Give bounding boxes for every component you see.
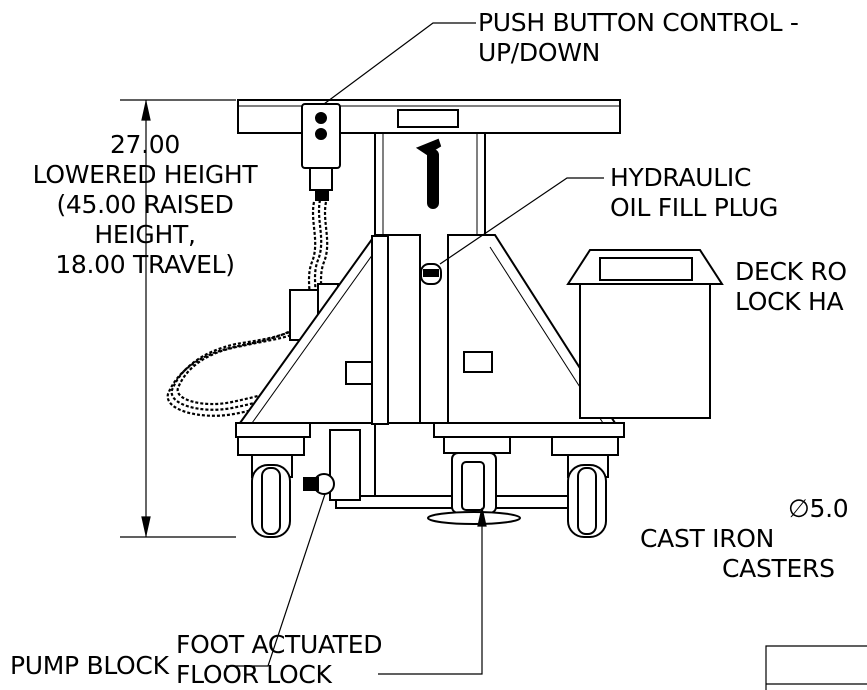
height-label: 27.00 LOWERED HEIGHT (45.00 RAISED HEIGH… — [32, 130, 258, 279]
leader-lines — [226, 22, 604, 675]
pump-block-label: PUMP BLOCK — [10, 651, 169, 680]
push-button-control — [301, 103, 341, 201]
oil-fill-plug — [420, 263, 442, 285]
deck-lock-label: DECK RO LOCK HA — [735, 257, 847, 316]
hydraulic-label: HYDRAULIC OIL FILL PLUG — [610, 163, 779, 222]
deck-lock-handle — [566, 249, 724, 419]
coiled-hose — [166, 199, 329, 417]
pump-block — [303, 429, 361, 501]
caster-label: ∅5.0 CAST IRON CASTERS — [640, 494, 849, 583]
caster-detail-box — [765, 645, 867, 690]
left-a-frame — [238, 234, 421, 425]
right-caster — [551, 436, 619, 538]
diameter-icon: ∅ — [788, 494, 810, 523]
height-dimension — [120, 99, 236, 538]
top-deck — [237, 99, 621, 134]
floor-lock-label: FOOT ACTUATED FLOOR LOCK — [176, 630, 383, 689]
center-floor-lock — [427, 436, 521, 525]
push-button-label: PUSH BUTTON CONTROL - UP/DOWN — [478, 8, 799, 67]
base-frame — [235, 422, 625, 509]
left-caster — [237, 436, 305, 538]
